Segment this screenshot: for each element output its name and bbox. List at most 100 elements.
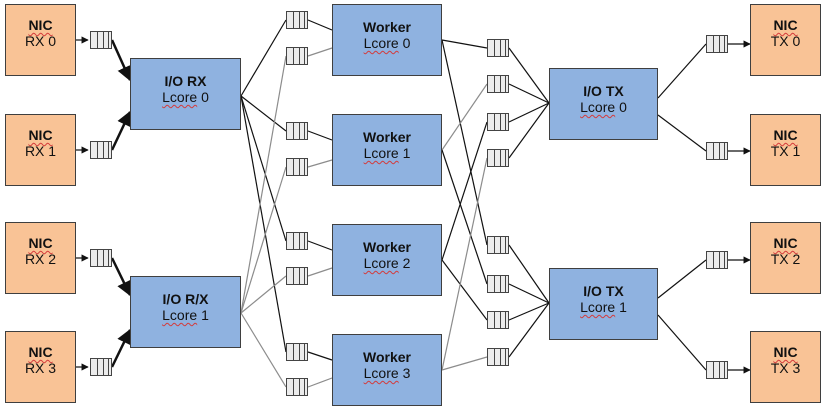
io-tx-1-to-nic-tx-2-line	[657, 259, 707, 299]
queue-tx-1	[706, 142, 728, 160]
queue-worker-1-a	[286, 122, 308, 140]
io-rx-0-lcore: Lcore 0	[131, 89, 240, 105]
queue-io-tx-1-2	[487, 311, 509, 329]
nic-rx-0: NIC RX 0	[5, 4, 76, 76]
io-tx-0-lcore-word: Lcore	[580, 99, 616, 115]
queue-io-tx-0-3	[487, 149, 509, 167]
nic-rx-2: NIC RX 2	[5, 222, 76, 294]
queue-rx-3	[90, 358, 112, 376]
queue-tx-2	[706, 251, 728, 269]
io-tx-0-lcore-num: 0	[619, 99, 627, 115]
io-rx-1-to-worker-2-line	[240, 275, 287, 314]
worker-2-to-io-tx-1-line	[441, 259, 488, 321]
io-tx-0-input-line-1	[508, 83, 550, 104]
io-rx-0: I/O RX Lcore 0	[130, 58, 241, 130]
io-tx-1-to-nic-tx-3-line	[657, 314, 707, 371]
worker-2-lcore-word: Lcore	[363, 255, 399, 271]
worker-0-to-io-tx-0-line	[441, 39, 488, 49]
nic-rx-3-to-io-rx-1-arrow	[110, 328, 132, 368]
io-tx-1-input-line-0	[508, 244, 550, 304]
nic-rx-1: NIC RX 1	[5, 114, 76, 186]
io-rx-0-lcore-word: Lcore	[162, 89, 198, 105]
io-rx-1-to-worker-1-line	[240, 166, 287, 314]
io-tx-0-lcore: Lcore 0	[550, 99, 657, 115]
queue-io-tx-0-1	[487, 75, 509, 93]
io-rx-0-to-worker-0-line	[240, 19, 287, 97]
io-tx-1-input-line-2	[508, 302, 550, 321]
nic-tx-2-label: TX 2	[770, 251, 801, 267]
queue-io-tx-1-1	[487, 275, 509, 293]
nic-tx-3-label: TX 3	[770, 360, 801, 376]
worker-1-lcore: Lcore 1	[333, 145, 441, 161]
nic-rx-2-title: NIC	[28, 235, 53, 251]
worker-1-title: Worker	[363, 129, 411, 145]
io-tx-1-input-line-1	[508, 283, 550, 304]
io-tx-0-to-nic-tx-0-line	[657, 43, 707, 99]
worker-0-lcore: Lcore 0	[333, 35, 441, 51]
worker-0-lcore-num: 0	[402, 35, 411, 51]
queue-rx-2	[90, 249, 112, 267]
queue-worker-3-a	[286, 343, 308, 361]
queue-io-tx-1-3	[487, 348, 509, 366]
queue-rx-1	[90, 141, 112, 159]
worker-1-to-io-tx-0-line	[441, 83, 488, 151]
io-tx-0: I/O TX Lcore 0	[549, 68, 658, 140]
nic-rx-2-to-io-rx-1-arrow	[110, 257, 132, 297]
worker-1: Worker Lcore 1	[332, 114, 442, 186]
worker-3-title: Worker	[363, 349, 411, 365]
nic-tx-2: NIC TX 2	[750, 222, 821, 294]
worker-0-input-line-b	[307, 47, 333, 57]
nic-tx-0: NIC TX 0	[750, 4, 821, 76]
io-tx-1-lcore: Lcore 1	[550, 299, 657, 315]
worker-3-input-line-b	[307, 377, 333, 388]
worker-2-input-line-a	[307, 240, 333, 251]
queue-rx-0	[90, 31, 112, 49]
nic-rx-0-label: RX 0	[24, 33, 57, 49]
worker-3-lcore-word: Lcore	[363, 365, 399, 381]
nic-tx-0-label: TX 0	[770, 33, 801, 49]
nic-rx-3-label: RX 3	[24, 360, 57, 376]
queue-worker-1-b	[286, 158, 308, 176]
io-tx-0-title: I/O TX	[583, 83, 624, 99]
worker-1-input-line-a	[307, 130, 333, 141]
io-rx-1-to-worker-0-line	[240, 55, 287, 314]
queue-worker-3-b	[286, 378, 308, 396]
io-rx-1-lcore-num: 1	[201, 307, 209, 323]
worker-2: Worker Lcore 2	[332, 224, 442, 296]
io-rx-0-to-worker-1-line	[240, 95, 287, 132]
worker-2-input-line-b	[307, 267, 333, 277]
worker-1-input-line-b	[307, 159, 333, 168]
worker-3-to-io-tx-0-line	[441, 157, 488, 371]
worker-0: Worker Lcore 0	[332, 4, 442, 76]
nic-rx-1-label: RX 1	[24, 143, 57, 159]
queue-io-tx-0-2	[487, 113, 509, 131]
nic-tx-2-title: NIC	[773, 235, 798, 251]
io-tx-0-to-nic-tx-1-line	[657, 114, 707, 152]
io-tx-0-input-line-2	[508, 102, 550, 123]
queue-io-tx-1-0	[487, 236, 509, 254]
worker-2-lcore-num: 2	[402, 255, 411, 271]
worker-3-lcore-num: 3	[402, 365, 411, 381]
io-rx-1-lcore-word: Lcore	[162, 307, 198, 323]
nic-tx-0-title: NIC	[773, 17, 798, 33]
nic-tx-3: NIC TX 3	[750, 331, 821, 403]
io-rx-1-to-worker-3-line	[240, 312, 287, 388]
io-rx-0-to-worker-3-line	[240, 95, 287, 353]
io-rx-0-to-worker-2-line	[240, 95, 287, 242]
queue-worker-2-a	[286, 232, 308, 250]
worker-2-to-io-tx-0-line	[441, 121, 488, 261]
nic-rx-0-title: NIC	[28, 17, 53, 33]
nic-tx-1: NIC TX 1	[750, 114, 821, 186]
io-rx-1-title: I/O R/X	[162, 291, 209, 307]
io-rx-0-lcore-num: 0	[201, 89, 209, 105]
io-tx-1-lcore-word: Lcore	[580, 299, 616, 315]
queue-worker-0-b	[286, 47, 308, 65]
io-rx-0-title: I/O RX	[164, 73, 207, 89]
nic-rx-1-title: NIC	[28, 127, 53, 143]
worker-3-input-line-a	[307, 351, 333, 361]
worker-3-lcore: Lcore 3	[333, 365, 441, 381]
io-tx-1-input-line-3	[508, 302, 550, 358]
worker-3: Worker Lcore 3	[332, 334, 442, 406]
queue-io-tx-0-0	[487, 39, 509, 57]
